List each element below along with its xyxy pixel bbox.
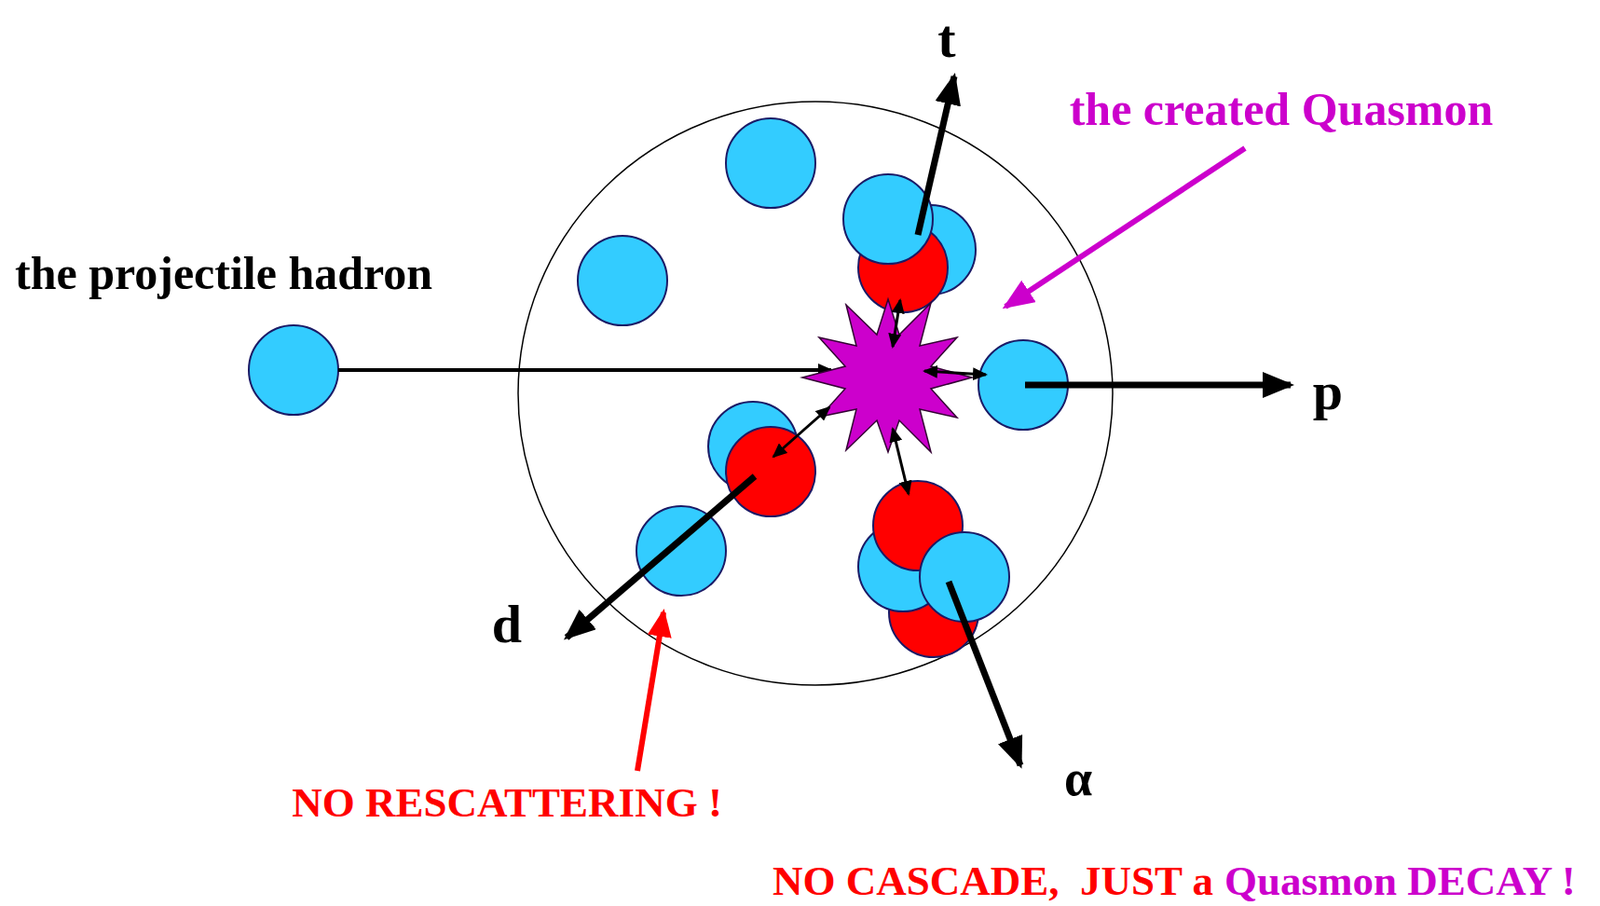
nucleon	[919, 532, 1010, 622]
fragment-label: t	[937, 9, 956, 69]
alpha-arrow	[948, 581, 1021, 766]
exchange-arrow	[892, 428, 909, 494]
nucleons	[248, 118, 1068, 657]
nucleon	[636, 505, 726, 596]
fragment-arrows	[566, 76, 1291, 766]
exchange-arrow	[924, 370, 986, 375]
note-label: NO CASCADE, JUST a	[772, 858, 1214, 905]
nucleon	[725, 118, 816, 208]
note-label: Quasmon DECAY !	[1224, 858, 1576, 905]
projectile-hadron	[248, 325, 339, 415]
fragment-label: d	[492, 594, 522, 655]
rescattering-pointer	[637, 612, 664, 771]
fragment-label: α	[1064, 751, 1093, 807]
triton-arrow	[917, 76, 955, 235]
callout-label: the created Quasmon	[1069, 83, 1494, 136]
exchange-arrow	[773, 407, 830, 457]
fragment-label: p	[1312, 361, 1343, 422]
proton-arrow	[1025, 382, 1291, 389]
note-label: NO RESCATTERING !	[291, 779, 723, 827]
quasmon-star	[802, 299, 972, 452]
callout-label: the projectile hadron	[14, 247, 433, 300]
nucleon	[577, 235, 668, 326]
quasmon-pointer	[1005, 148, 1245, 307]
exchange-arrows	[773, 300, 986, 494]
nucleon	[725, 426, 816, 517]
exchange-arrow	[892, 300, 901, 347]
projectile-track	[338, 368, 832, 372]
nucleus-outline	[518, 101, 1113, 685]
